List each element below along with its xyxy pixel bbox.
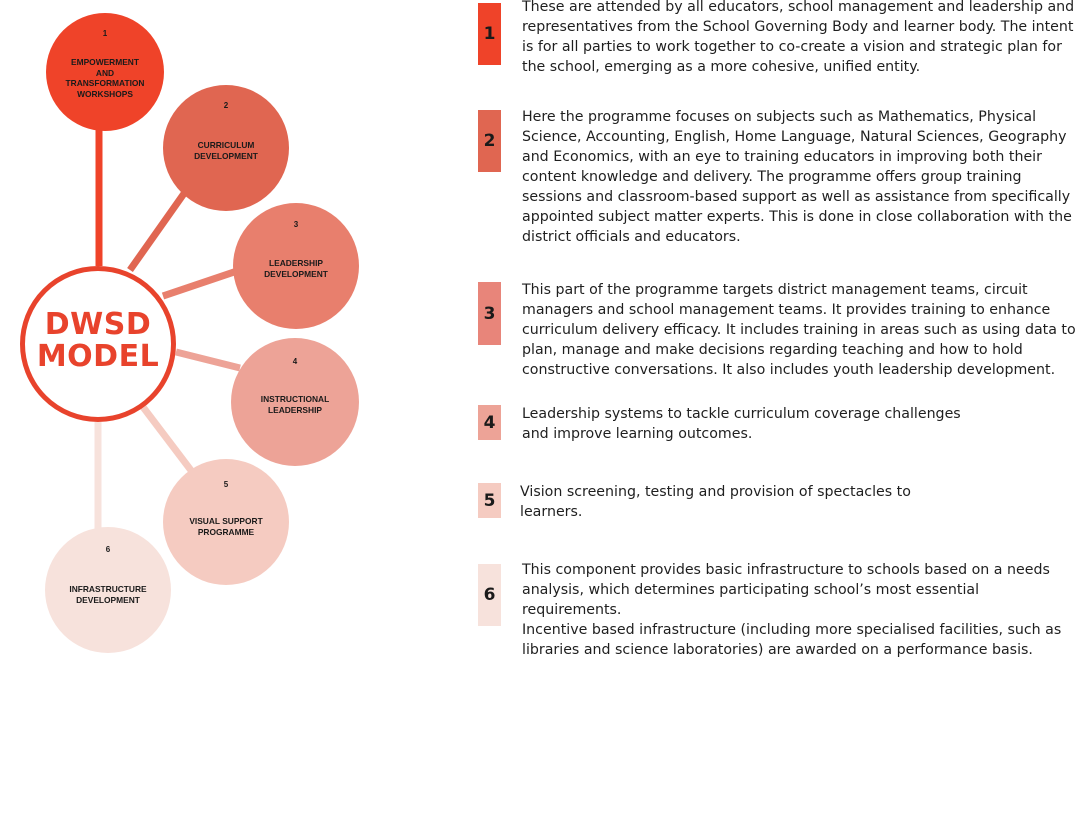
description-row-4: 4 Leadership systems to tackle curriculu… (476, 404, 1080, 449)
hub-circle: DWSD MODEL (20, 266, 176, 422)
description-badge: 5 (478, 483, 501, 518)
node-label: VISUAL SUPPORT PROGRAMME (189, 516, 263, 537)
node-label: INSTRUCTIONAL LEADERSHIP (260, 394, 330, 415)
node-1: 1 EMPOWERMENT AND TRANSFORMATION WORKSHO… (46, 13, 164, 131)
node-number: 1 (102, 29, 108, 38)
connector-4 (175, 348, 241, 372)
node-number: 2 (223, 101, 229, 110)
node-label: INFRASTRUCTURE DEVELOPMENT (69, 584, 147, 605)
description-row-1: 1 These are attended by all educators, s… (476, 0, 1080, 80)
description-row-3: 3 This part of the programme targets dis… (476, 280, 1080, 385)
description-text: Vision screening, testing and provision … (520, 484, 911, 520)
description-row-6: 6 This component provides basic infrastr… (476, 560, 1080, 658)
node-4: 4 INSTRUCTIONAL LEADERSHIP (231, 338, 359, 466)
description-text: Here the programme focuses on subjects s… (522, 109, 1072, 245)
connector-2 (127, 182, 193, 273)
description-text: This part of the programme targets distr… (522, 282, 1076, 378)
description-badge: 4 (478, 405, 501, 440)
connector-5 (140, 404, 196, 476)
description-row-2: 2 Here the programme focuses on subjects… (476, 105, 1080, 255)
hub-title: DWSD MODEL (36, 307, 160, 374)
dwsd-model-diagram: 1 EMPOWERMENT AND TRANSFORMATION WORKSHO… (0, 0, 420, 817)
node-2: 2 CURRICULUM DEVELOPMENT (163, 85, 289, 211)
description-badge: 3 (478, 282, 501, 345)
description-badge: 2 (478, 110, 501, 172)
description-badge: 1 (478, 3, 501, 65)
description-text: Leadership systems to tackle curriculum … (522, 406, 961, 442)
description-badge: 6 (478, 564, 501, 626)
node-6: 6 INFRASTRUCTURE DEVELOPMENT (45, 527, 171, 653)
node-number: 3 (293, 220, 299, 229)
node-label: LEADERSHIP DEVELOPMENT (264, 258, 328, 279)
description-text: These are attended by all educators, sch… (522, 0, 1075, 75)
node-3: 3 LEADERSHIP DEVELOPMENT (233, 203, 359, 329)
description-row-5: 5 Vision screening, testing and provisio… (476, 482, 1080, 527)
node-number: 5 (223, 480, 229, 489)
description-text: This component provides basic infrastruc… (522, 562, 1062, 658)
node-label: EMPOWERMENT AND TRANSFORMATION WORKSHOPS (65, 57, 145, 99)
node-number: 4 (292, 357, 298, 366)
node-number: 6 (105, 545, 111, 554)
connector-3 (161, 266, 242, 300)
node-5: 5 VISUAL SUPPORT PROGRAMME (163, 459, 289, 585)
node-label: CURRICULUM DEVELOPMENT (194, 140, 258, 161)
connector-lines (94, 130, 242, 530)
